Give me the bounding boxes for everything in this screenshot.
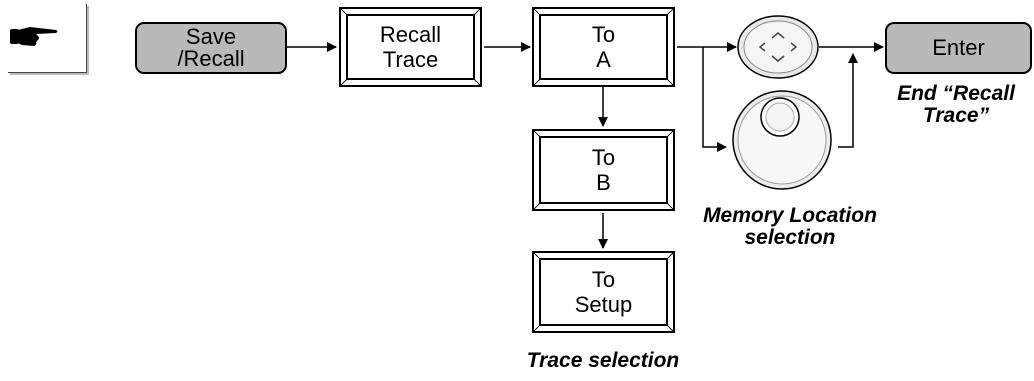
memory-caption-line-1: Memory Location: [703, 204, 877, 227]
pointing-hand-icon: [10, 27, 58, 46]
to-b-softkey[interactable]: To B: [532, 129, 675, 211]
recall-trace-softkey[interactable]: Recall Trace: [339, 7, 482, 87]
note-marker: [8, 4, 87, 73]
save-recall-line-1: Save: [185, 24, 237, 49]
trace-selection-caption: Trace selection: [498, 350, 708, 372]
end-caption-line-1: End “Recall: [897, 82, 1015, 105]
memory-location-caption: Memory Location selection: [680, 205, 900, 249]
recall-trace-line-1: Recall: [379, 22, 442, 47]
recall-trace-line-2: Trace: [382, 47, 439, 72]
to-a-softkey[interactable]: To A: [532, 7, 675, 87]
end-caption-line-2: Trace”: [922, 104, 990, 127]
arrow-a-to-knob: [702, 47, 727, 152]
to-b-line-1: To: [591, 145, 616, 170]
to-setup-line-2: Setup: [574, 292, 633, 317]
arrow-knob-to-join: [838, 53, 858, 148]
to-a-line-2: A: [596, 47, 611, 72]
to-setup-line-1: To: [591, 267, 616, 292]
enter-label: Enter: [932, 35, 985, 60]
memory-caption-line-2: selection: [744, 226, 836, 249]
to-a-line-1: To: [591, 22, 616, 47]
end-recall-trace-caption: End “Recall Trace”: [878, 83, 1034, 127]
rotary-knob-icon[interactable]: [732, 90, 832, 190]
save-recall-line-2: /Recall: [177, 46, 245, 71]
to-setup-softkey[interactable]: To Setup: [532, 251, 675, 333]
enter-key[interactable]: Enter: [885, 22, 1032, 74]
to-b-line-2: B: [596, 170, 611, 195]
trace-caption-text: Trace selection: [526, 349, 680, 372]
arrow-pad-icon[interactable]: [737, 15, 819, 79]
save-recall-key[interactable]: Save /Recall: [135, 22, 287, 74]
